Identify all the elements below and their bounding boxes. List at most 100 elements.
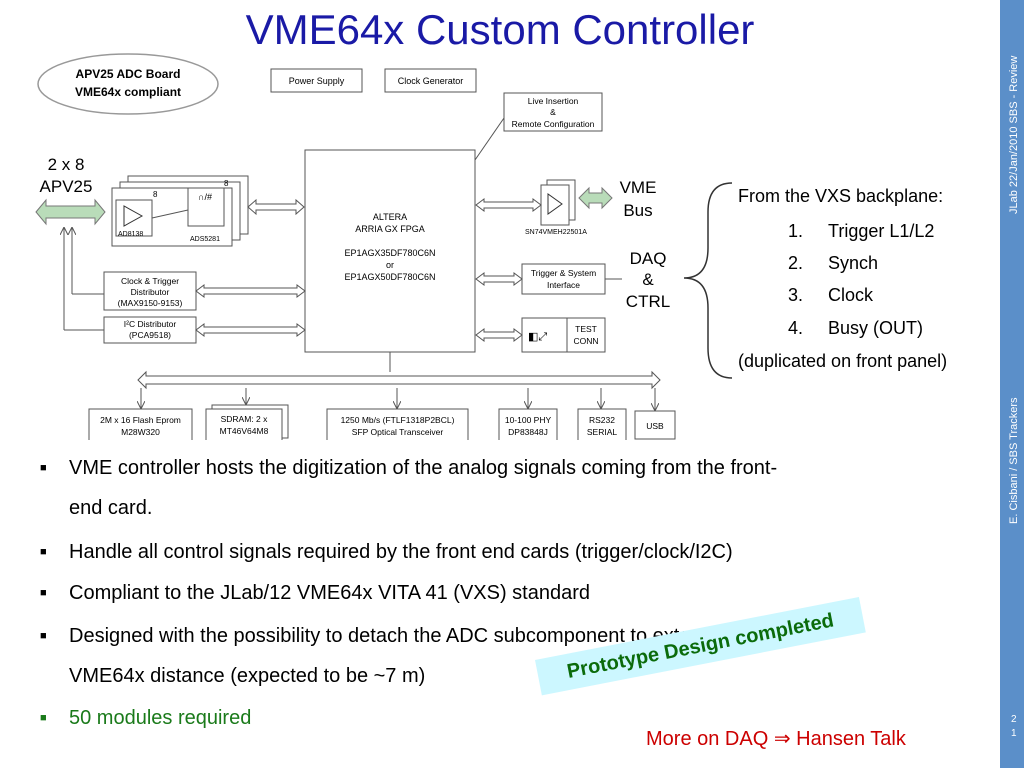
trigger-system-line2: Interface	[547, 280, 580, 290]
bullet-text: Compliant to the JLab/12 VME64x VITA 41 …	[69, 582, 591, 604]
adc-fpga-arrow	[247, 198, 305, 216]
clock-trigger-line1: Clock & Trigger	[121, 276, 179, 286]
bullet-text: VME controller hosts the digitization of…	[69, 457, 778, 519]
amplifier-icon	[123, 205, 144, 227]
live-insertion-line1: Live Insertion	[528, 96, 579, 106]
block-diagram: APV25 ADC Board VME64x compliant 2 x 8 A…	[35, 53, 733, 440]
adc-stack-label-8a: 8	[153, 190, 158, 199]
live-insertion-link	[474, 117, 505, 161]
flash-line1: 2M x 16 Flash Eprom	[100, 415, 181, 425]
page-number-2: 1	[1011, 728, 1017, 739]
vxs-number-1: 1.	[788, 221, 804, 241]
usb-label: USB	[646, 421, 664, 431]
rs232-line1: RS232	[589, 415, 615, 425]
peripheral-bus	[137, 370, 661, 390]
vxs-item-4: Busy (OUT)	[828, 318, 924, 338]
page-title: VME64x Custom Controller	[245, 6, 755, 53]
clock-trigger-box	[103, 271, 197, 311]
fpga-line2: ARRIA GX FPGA	[355, 224, 425, 234]
fpga-line1: ALTERA	[373, 212, 407, 222]
live-insertion-line2: &	[550, 107, 556, 117]
vxs-item-1: Trigger L1/L2	[828, 221, 935, 241]
rs232-line2: SERIAL	[587, 427, 618, 437]
test-conn-box	[521, 317, 606, 353]
daq-label-2: &	[642, 270, 654, 289]
bullet-marker: ■	[40, 712, 47, 724]
bullet-text: Designed with the possibility to detach …	[69, 625, 765, 687]
sfp-line1: 1250 Mb/s (FTLF1318P2BCL)	[341, 415, 455, 425]
bullet-text: 50 modules required	[69, 707, 252, 729]
adc-stack-label-8b: 8	[224, 179, 229, 188]
page-number-1: 2	[1011, 714, 1017, 725]
clock-generator-label: Clock Generator	[398, 76, 464, 86]
ad8138-label: AD8138	[118, 231, 143, 238]
sdram-box	[205, 408, 283, 440]
vxs-heading: From the VXS backplane:	[738, 186, 944, 206]
transceiver-icon	[547, 193, 563, 215]
daq-label-1: DAQ	[630, 249, 667, 268]
vxs-number-4: 4.	[788, 318, 804, 338]
adc-board-title: APV25 ADC Board	[76, 67, 181, 81]
apv-label-name: APV25	[40, 177, 93, 196]
vxs-number-2: 2.	[788, 253, 804, 273]
adc-board-ellipse	[37, 53, 219, 115]
vme-bus-label-2: Bus	[623, 201, 652, 220]
test-conn-line2: CONN	[573, 336, 598, 346]
sn74-label: SN74VMEH22501A	[525, 229, 587, 236]
live-insertion-line3: Remote Configuration	[512, 119, 595, 129]
test-conn-line1: TEST	[575, 324, 597, 334]
bullet-marker: ■	[40, 462, 47, 474]
rs232-box	[577, 408, 627, 440]
ads5281-label: ADS5281	[190, 236, 220, 243]
vme-bus-arrow	[578, 186, 613, 210]
apv-label-count: 2 x 8	[48, 155, 85, 174]
clock-generator-box	[384, 68, 477, 93]
amp-to-adc-line	[151, 209, 189, 219]
vxs-brace	[683, 182, 733, 379]
sidebar-band	[1000, 0, 1024, 768]
more-on-daq-link[interactable]: More on DAQ ⇒ Hansen Talk	[646, 728, 906, 750]
vxs-item-3: Clock	[828, 285, 874, 305]
clock-trigger-line3: (MAX9150-9153)	[118, 298, 183, 308]
adc-symbol-icon: ∩/#	[198, 192, 212, 202]
vxs-footer: (duplicated on front panel)	[738, 351, 948, 371]
i2c-line1: I²C Distributor	[124, 319, 177, 329]
flash-line2: M28W320	[121, 427, 160, 437]
adc-chip-box	[187, 187, 225, 227]
fpga-line3: EP1AGX35DF780C6N	[344, 248, 435, 258]
phy-box	[498, 408, 558, 440]
sdram-line1: SDRAM: 2 x	[221, 414, 269, 424]
vxs-number-3: 3.	[788, 285, 804, 305]
apv-bus-arrow	[35, 198, 106, 226]
usb-box	[634, 410, 676, 440]
vxs-item-2: Synch	[828, 253, 879, 273]
sfp-line2: SFP Optical Transceiver	[352, 427, 444, 437]
vme-transceiver-front	[540, 184, 570, 226]
phy-line1: 10-100 PHY	[505, 415, 552, 425]
fpga-vme-arrow	[475, 198, 542, 212]
vme-bus-label-1: VME	[620, 178, 657, 197]
adc-board-subtitle: VME64x compliant	[75, 85, 181, 99]
bullet-text: Handle all control signals required by t…	[69, 541, 733, 563]
daq-label-3: CTRL	[626, 292, 670, 311]
power-supply-box	[270, 68, 363, 93]
fpga-line5: EP1AGX50DF780C6N	[344, 272, 435, 282]
fpga-line4: or	[386, 260, 394, 270]
phy-line2: DP83848J	[508, 427, 548, 437]
bullet-marker: ■	[40, 630, 47, 642]
flash-box	[88, 408, 193, 440]
sfp-box	[326, 408, 469, 440]
power-supply-label: Power Supply	[289, 76, 345, 86]
sdram-line2: MT46V64M8	[220, 426, 269, 436]
i2c-line2: (PCA9518)	[129, 330, 171, 340]
fpga-test-arrow	[475, 328, 523, 342]
switch-icon: ◧⤢	[528, 331, 547, 343]
trigger-system-line1: Trigger & System	[531, 268, 596, 278]
clock-trigger-line2: Distributor	[131, 287, 170, 297]
fpga-trigger-arrow	[475, 272, 523, 286]
bullet-marker: ■	[40, 546, 47, 558]
live-insertion-box	[503, 92, 603, 132]
i2c-fpga-arrow	[195, 323, 306, 337]
trigger-system-box	[521, 263, 606, 295]
fpga-box	[304, 149, 476, 353]
